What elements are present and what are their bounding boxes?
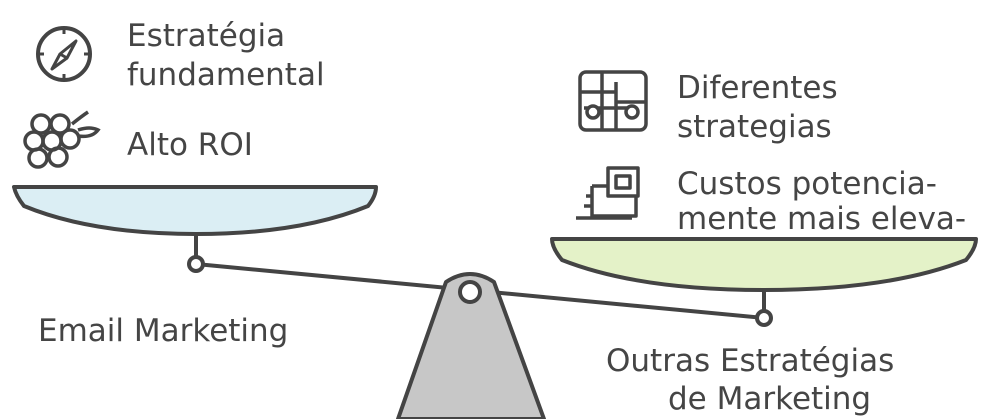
- right-pan-label-line1: Outras Estratégias: [606, 343, 895, 379]
- fulcrum: [396, 272, 546, 419]
- grapes-icon: [23, 110, 101, 169]
- left-item-strategy-line1: Estratégia: [127, 18, 286, 54]
- left-item-strategy-line2: fundamental: [127, 57, 325, 93]
- compass-icon: [36, 26, 92, 82]
- right-pivot: [755, 309, 773, 327]
- left-pan-label: Email Marketing: [38, 313, 289, 349]
- right-item-strategies-line1: Diferentes: [677, 70, 838, 106]
- fulcrum-pivot: [458, 280, 482, 304]
- left-item-roi: Alto ROI: [127, 127, 253, 163]
- left-pan: [12, 185, 378, 236]
- stacked-boxes-icon: [576, 166, 640, 220]
- right-item-costs-line2: mente mais eleva-: [677, 201, 967, 237]
- network-grid-icon: [578, 70, 648, 132]
- right-item-costs-line1: Custos potencia-: [677, 166, 937, 202]
- right-pan-label-line2: de Marketing: [668, 381, 872, 417]
- left-pivot: [187, 255, 205, 273]
- right-pan: [550, 237, 978, 292]
- right-item-strategies-line2: strategias: [677, 109, 832, 145]
